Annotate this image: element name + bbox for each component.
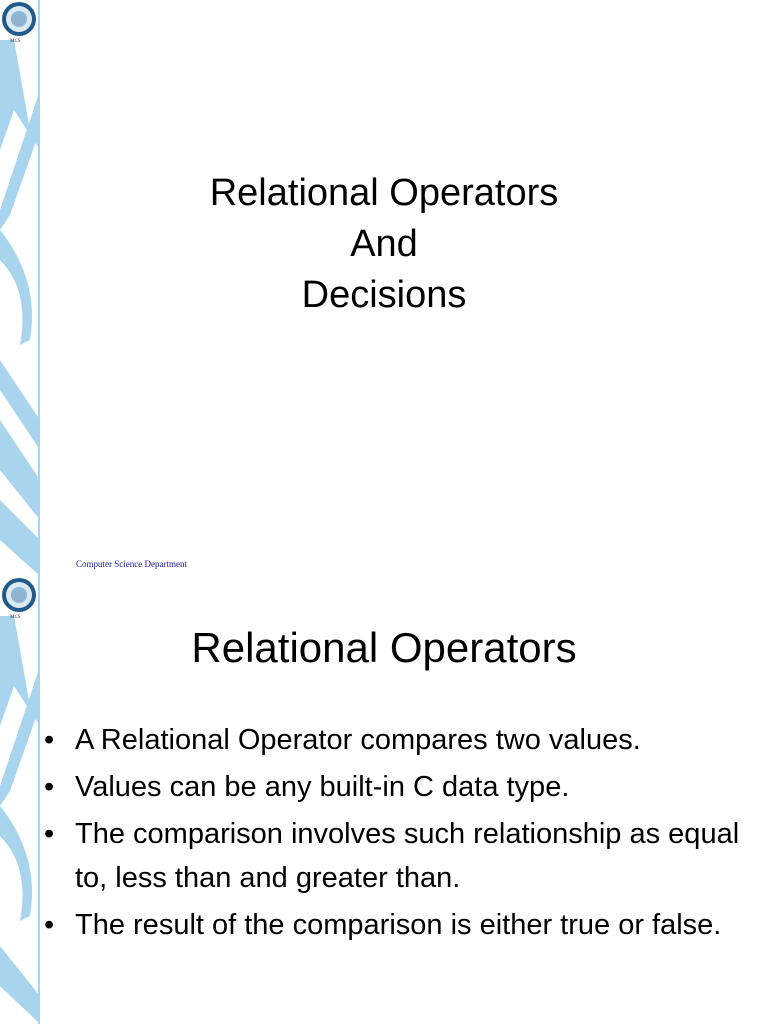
department-logo-icon	[2, 578, 36, 612]
bullet-list: •A Relational Operator compares two valu…	[44, 718, 744, 950]
logo-text: MCS	[10, 39, 21, 44]
footer-text: Computer Science Department	[76, 559, 187, 569]
left-decoration	[0, 0, 40, 576]
bullet-item: •A Relational Operator compares two valu…	[44, 718, 744, 762]
bullet-icon: •	[44, 909, 55, 941]
logo-text: MCS	[10, 615, 21, 620]
bullet-item: •Values can be any built-in C data type.	[44, 765, 744, 809]
slide-2: MCS Relational Operators •A Relational O…	[0, 576, 768, 1024]
slide-title: Relational Operators	[191, 624, 577, 671]
bullet-icon: •	[44, 818, 55, 850]
slide-title: Relational Operators And Decisions	[0, 168, 768, 321]
bullet-item: •The comparison involves such relationsh…	[44, 812, 744, 900]
bullet-icon: •	[44, 771, 55, 803]
left-decoration	[0, 576, 40, 1024]
title-line: Relational Operators	[209, 172, 559, 214]
bullet-item: •The result of the comparison is either …	[44, 903, 744, 947]
department-logo-icon	[2, 2, 36, 36]
title-line: And	[350, 223, 418, 265]
title-line: Decisions	[301, 274, 467, 316]
slide-1: MCS Relational Operators And Decisions C…	[0, 0, 768, 576]
bullet-icon: •	[44, 724, 55, 756]
